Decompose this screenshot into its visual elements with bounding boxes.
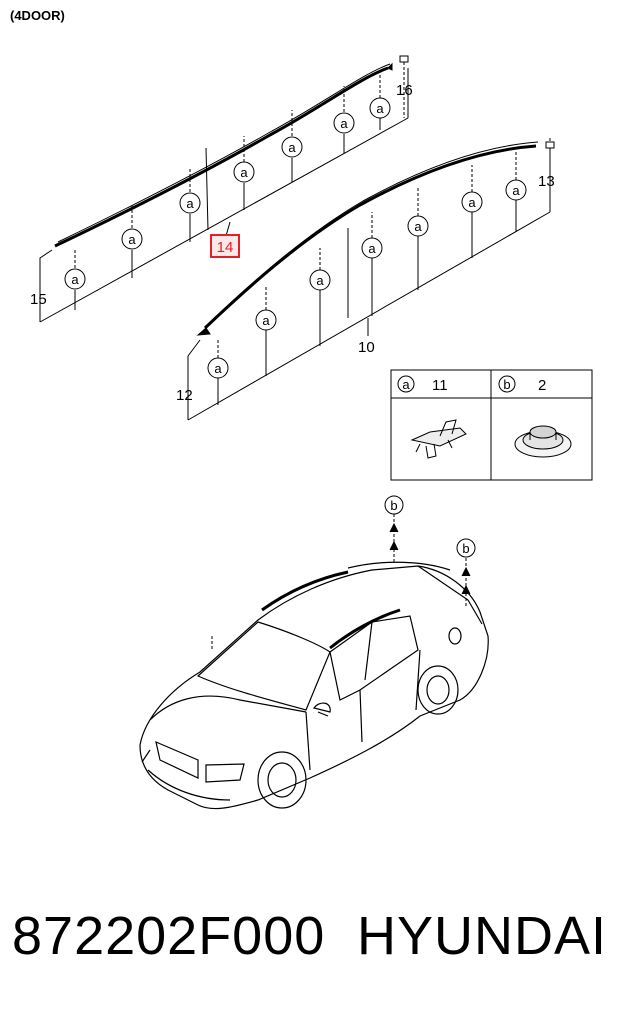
legend-b-part: 2 [538,377,546,394]
legend-table: a 11 b 2 [390,369,593,481]
car-b-bubbles: b b [384,495,476,558]
callout-15: 15 [30,291,47,308]
svg-text:a: a [340,116,348,131]
legend-b-symbol: b [503,377,510,392]
svg-text:a: a [71,272,79,287]
upper-clip-leaders [74,62,405,310]
parts-diagram: a a a a a a a 16 15 14 [30,55,593,810]
svg-text:b: b [462,541,469,556]
callout-10: 10 [358,339,375,356]
callout-12: 12 [176,387,193,404]
callout-14-highlight [210,234,240,258]
svg-text:a: a [468,195,476,210]
svg-text:a: a [512,183,520,198]
brand-name: HYUNDAI [356,906,607,966]
svg-text:a: a [316,273,324,288]
callout-13: 13 [538,173,555,190]
sedan-car-illustration [139,561,489,810]
upper-clip-bubbles: a a a a a a a [64,55,409,290]
variant-label: (4DOOR) [10,8,65,23]
svg-text:a: a [240,165,248,180]
svg-text:a: a [186,196,194,211]
car-b-clips [211,514,471,650]
svg-text:a: a [214,361,222,376]
legend-a-part: 11 [432,377,448,394]
svg-text:a: a [288,140,296,155]
rear-roof-moulding [39,62,409,323]
footer: 872202F000 HYUNDAI [0,905,621,975]
svg-text:a: a [128,232,136,247]
callout-14: 14 [217,239,234,256]
grommet-2-drawing [514,425,572,458]
lower-clip-leaders [217,138,551,405]
callout-16: 16 [396,82,413,99]
part-number: 872202F000 [12,906,326,966]
svg-text:a: a [376,101,384,116]
front-roof-moulding [187,141,551,421]
svg-text:a: a [414,219,422,234]
svg-text:a: a [368,241,376,256]
legend-a-symbol: a [402,377,410,392]
lower-clip-bubbles: a a a a a a a [207,141,555,379]
svg-text:a: a [262,313,270,328]
clip-11-drawing [410,419,467,459]
svg-text:b: b [390,498,397,513]
